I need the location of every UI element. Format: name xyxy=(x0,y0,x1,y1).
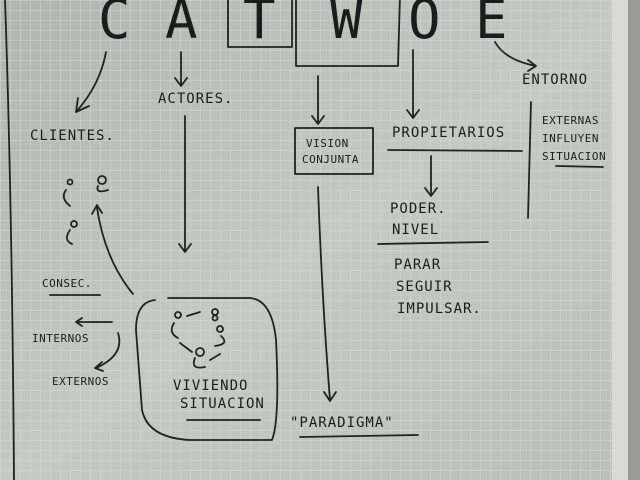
label-situacion-entorno: SITUACION xyxy=(542,150,606,163)
label-influyen: INFLUYEN xyxy=(542,132,599,145)
propietarios-underline xyxy=(387,149,523,152)
label-nivel: NIVEL xyxy=(392,222,439,238)
label-internos: INTERNOS xyxy=(32,332,89,345)
letter-o: O xyxy=(408,0,441,51)
people-group-icon xyxy=(62,175,109,245)
letter-t: T xyxy=(243,0,276,51)
arrow-o-to-propietarios-icon xyxy=(406,49,420,119)
board-frame xyxy=(612,0,628,480)
label-poder: PODER. xyxy=(390,201,447,217)
left-margin-line xyxy=(4,0,15,480)
nivel-underline xyxy=(377,241,489,245)
label-externas: EXTERNAS xyxy=(542,114,599,127)
arrow-to-clientes-icon xyxy=(91,204,134,295)
arrow-internos-icon xyxy=(75,317,113,327)
entorno-situacion-underline xyxy=(555,165,604,168)
letter-w-box xyxy=(295,0,401,67)
label-entorno: ENTORNO xyxy=(522,72,588,88)
label-seguir: SEGUIR xyxy=(396,279,453,295)
people-circle-icon xyxy=(170,308,226,369)
label-consec: CONSEC. xyxy=(42,277,92,290)
label-clientes: CLIENTES. xyxy=(30,128,115,144)
arrow-externos-icon xyxy=(94,332,121,372)
label-propietarios: PROPIETARIOS xyxy=(392,125,505,141)
label-vision: VISION xyxy=(306,137,349,150)
letter-t-box xyxy=(227,0,293,48)
arrow-e-to-entorno-icon xyxy=(494,41,537,72)
label-conjunta: CONJUNTA xyxy=(302,153,359,166)
letter-a: A xyxy=(165,0,198,51)
viviendo-situacion-box xyxy=(135,297,279,441)
arrow-w-to-vision-icon xyxy=(311,75,325,125)
letter-w: W xyxy=(330,0,363,51)
label-externos: EXTERNOS xyxy=(52,375,109,388)
entorno-divider xyxy=(527,101,532,219)
grid-lines xyxy=(0,0,612,480)
letter-c: C xyxy=(98,0,131,51)
letter-e: E xyxy=(475,0,508,51)
label-parar: PARAR xyxy=(394,257,441,273)
arrow-c-to-clientes-icon xyxy=(75,51,107,113)
arrow-to-poder-icon xyxy=(424,155,438,197)
arrow-a-to-actores-icon xyxy=(174,51,188,87)
catwoe-header: C A T W O E xyxy=(98,0,508,67)
board-frame-edge xyxy=(628,0,640,480)
label-situacion-actores: SITUACION xyxy=(180,396,265,412)
vision-conjunta-box xyxy=(294,127,374,175)
label-actores: ACTORES. xyxy=(158,91,233,107)
label-paradigma: "PARADIGMA" xyxy=(290,415,394,431)
paradigma-underline xyxy=(299,434,419,438)
arrow-to-paradigma-icon xyxy=(317,186,337,402)
label-viviendo: VIVIENDO xyxy=(173,378,248,394)
arrow-actores-down-icon xyxy=(178,115,192,253)
label-impulsar: IMPULSAR. xyxy=(397,301,482,317)
